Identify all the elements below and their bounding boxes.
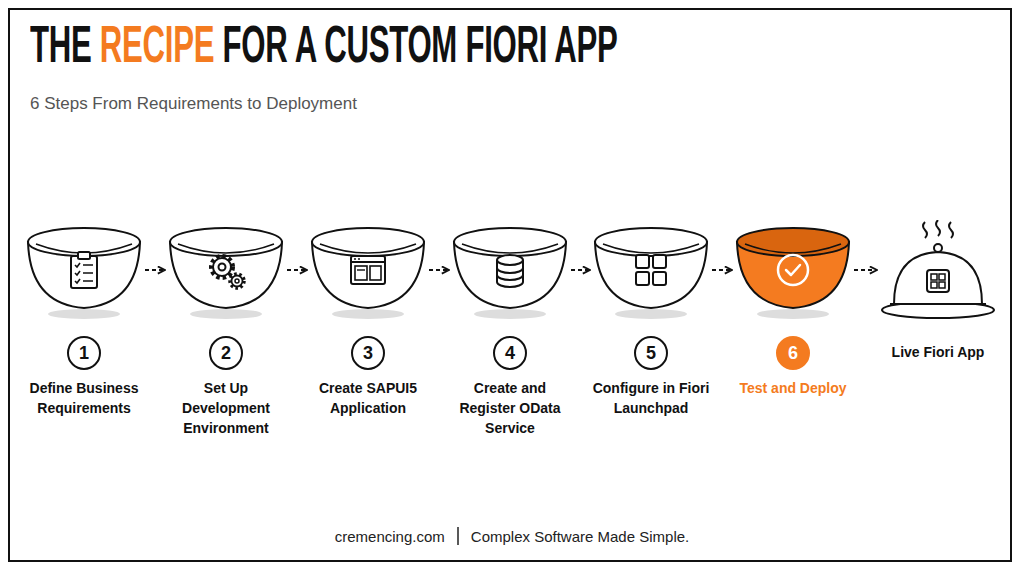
bowl-illustration [733,220,853,324]
title-word: FIORI [465,15,547,73]
title-word: THE [30,15,92,73]
serving-cloche: Live Fiori App [878,220,998,440]
step-number: 2 [209,336,243,370]
step-label: Live Fiori App [874,342,1002,362]
step-label: Define Business Requirements [20,378,148,418]
title-word: FOR [223,15,288,73]
flow-arrow [429,269,449,271]
step-bowl: 6Test and Deploy [733,220,853,440]
step-label: Create and Register OData Service [446,378,574,438]
bowl-illustration [591,220,711,324]
step-label: Configure in Fiori Launchpad [587,378,715,418]
title-word: CUSTOM [324,15,457,73]
step-bowl: 4Create and Register OData Service [450,220,570,440]
cloche-illustration [878,220,998,324]
footer-divider [457,527,459,545]
flow-arrow [712,269,732,271]
bowl-illustration [308,220,428,324]
step-number: 3 [351,336,385,370]
diagram-title: THE RECIPE FOR A CUSTOM FIORI APP [30,14,618,74]
footer: cremencing.com Complex Software Made Sim… [0,527,1024,545]
title-word: APP [554,15,617,73]
flow-arrow [571,269,590,271]
flow-arrow [145,269,165,271]
footer-tagline: Complex Software Made Simple. [471,528,689,545]
footer-site: cremencing.com [335,528,445,545]
step-number: 1 [67,336,101,370]
title-word: RECIPE [100,15,214,73]
step-bowl: 3Create SAPUI5 Application [308,220,428,440]
bowl-illustration [450,220,570,324]
diagram-subtitle: 6 Steps From Requirements to Deployment [30,94,357,114]
step-bowl: 2Set Up Development Environment [166,220,286,440]
bowl-illustration [166,220,286,324]
step-bowl: 5Configure in Fiori Launchpad [591,220,711,440]
bowl-illustration [24,220,144,324]
step-number: 4 [493,336,527,370]
step-label: Create SAPUI5 Application [304,378,432,418]
step-bowl: 1Define Business Requirements [24,220,144,440]
step-label: Set Up Development Environment [162,378,290,438]
step-label: Test and Deploy [729,378,857,398]
step-number: 6 [776,336,810,370]
step-number: 5 [634,336,668,370]
flow-arrow [287,269,307,271]
flow-arrow [854,269,877,271]
title-word: A [295,15,316,73]
